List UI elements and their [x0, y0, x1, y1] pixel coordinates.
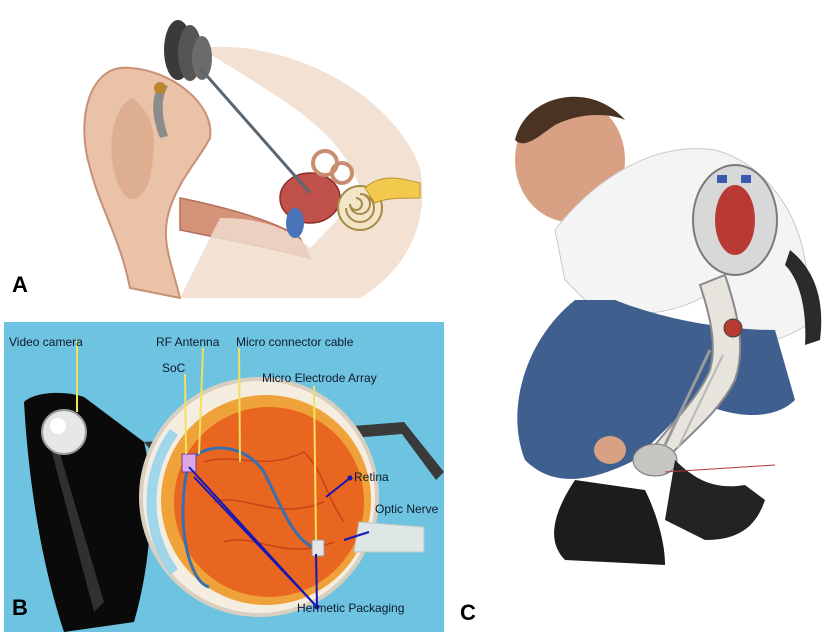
- prosthetic-arm-illustration: [495, 80, 833, 580]
- right-boot: [665, 460, 765, 540]
- retina: [174, 407, 364, 597]
- human-hand: [594, 436, 626, 464]
- label-soc: SoC: [162, 361, 185, 375]
- label-video-camera: Video camera: [9, 335, 83, 349]
- label-hermetic-packaging: Hermetic Packaging: [297, 601, 404, 615]
- optic-nerve: [354, 522, 424, 552]
- label-retina: Retina: [354, 470, 389, 484]
- panel-letter-c: C: [460, 600, 476, 626]
- left-boot: [554, 480, 665, 565]
- label-micro-electrode-array: Micro Electrode Array: [262, 371, 377, 385]
- panel-letter-a: A: [12, 272, 28, 298]
- label-rf-antenna: RF Antenna: [156, 335, 219, 349]
- panel-letter-b: B: [12, 595, 28, 621]
- prosthetic-shoulder: [693, 165, 777, 275]
- video-camera: [42, 410, 86, 454]
- label-micro-connector-cable: Micro connector cable: [236, 335, 353, 349]
- label-optic-nerve: Optic Nerve: [375, 502, 438, 516]
- soc-chip: [182, 454, 196, 472]
- electrode-array: [312, 540, 324, 556]
- cochlear-implant-ear-illustration: [60, 8, 440, 308]
